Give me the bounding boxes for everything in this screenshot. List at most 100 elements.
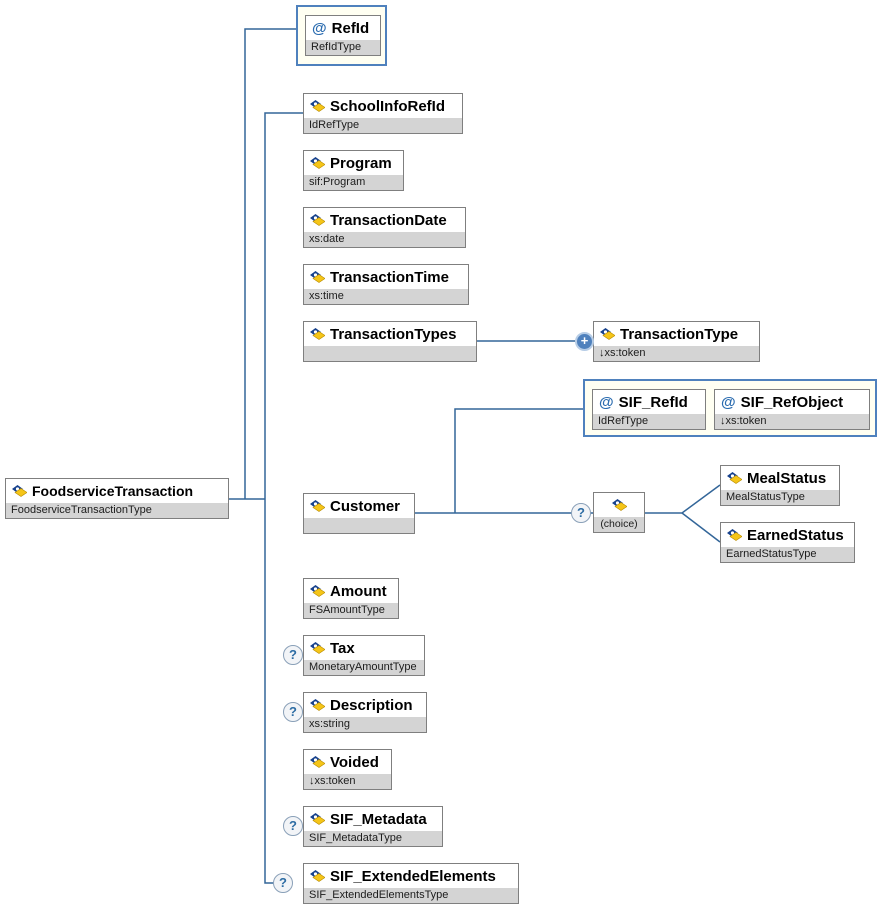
node-title-row: MealStatus: [721, 466, 839, 490]
node-type: MonetaryAmountType: [304, 660, 424, 675]
node-customer[interactable]: Customer: [303, 493, 415, 534]
node-title-row: SIF_Metadata: [304, 807, 442, 831]
node-type: RefIdType: [306, 40, 380, 55]
node-name: Description: [330, 696, 413, 714]
node-type: IdRefType: [304, 118, 462, 133]
node-sif-refobject[interactable]: @ SIF_RefObject ↓xs:token: [714, 389, 870, 430]
optional-indicator-description: ?: [283, 702, 303, 722]
node-type: FSAmountType: [304, 603, 398, 618]
node-type: SIF_MetadataType: [304, 831, 442, 846]
node-description[interactable]: Description xs:string: [303, 692, 427, 733]
element-icon: [310, 699, 325, 711]
node-mealstatus[interactable]: MealStatus MealStatusType: [720, 465, 840, 506]
node-title-row: @ RefId: [306, 16, 380, 40]
optional-indicator-choice: ?: [571, 503, 591, 523]
node-name: TransactionType: [620, 325, 739, 343]
node-title-row: Description: [304, 693, 426, 717]
node-name: Voided: [330, 753, 379, 771]
element-icon: [611, 499, 627, 511]
node-type: IdRefType: [593, 414, 705, 429]
optional-indicator-sif-metadata: ?: [283, 816, 303, 836]
element-icon: [310, 157, 325, 169]
node-title-row: @ SIF_RefId: [593, 390, 705, 414]
node-title-row: SIF_ExtendedElements: [304, 864, 518, 888]
node-name: Amount: [330, 582, 387, 600]
node-name: TransactionDate: [330, 211, 447, 229]
node-title-row: Customer: [304, 494, 414, 518]
node-title-row: TransactionType: [594, 322, 759, 346]
element-icon: [727, 529, 742, 541]
optional-indicator-tax: ?: [283, 645, 303, 665]
node-type: [304, 518, 414, 533]
node-title-row: TransactionDate: [304, 208, 465, 232]
node-name: FoodserviceTransaction: [32, 483, 194, 499]
node-name: TransactionTime: [330, 268, 449, 286]
node-schoolinforefid[interactable]: SchoolInfoRefId IdRefType: [303, 93, 463, 134]
customer-attribute-container: @ SIF_RefId IdRefType @ SIF_RefObject ↓x…: [583, 379, 877, 437]
node-name: Customer: [330, 497, 401, 515]
element-icon: [310, 100, 325, 112]
node-tax[interactable]: Tax MonetaryAmountType: [303, 635, 425, 676]
node-refid[interactable]: @ RefId RefIdType: [305, 15, 381, 56]
node-type: SIF_ExtendedElementsType: [304, 888, 518, 903]
element-icon: [310, 756, 325, 768]
node-title-row: Amount: [304, 579, 398, 603]
node-name: MealStatus: [747, 469, 827, 487]
node-title-row: TransactionTime: [304, 265, 468, 289]
choice-label: (choice): [594, 517, 644, 532]
node-type: FoodserviceTransactionType: [6, 503, 228, 518]
node-type: ↓xs:token: [715, 414, 869, 429]
element-icon: [600, 328, 615, 340]
node-choice[interactable]: (choice): [593, 492, 645, 533]
optional-indicator-sif-extendedelements: ?: [273, 873, 293, 893]
node-name: SIF_RefId: [618, 393, 688, 411]
attribute-icon: @: [599, 393, 614, 411]
node-transactiontime[interactable]: TransactionTime xs:time: [303, 264, 469, 305]
node-earnedstatus[interactable]: EarnedStatus EarnedStatusType: [720, 522, 855, 563]
node-transactiontypes[interactable]: TransactionTypes: [303, 321, 477, 362]
node-type: ↓xs:token: [304, 774, 391, 789]
node-type: [304, 346, 476, 361]
element-icon: [727, 472, 742, 484]
node-name: SIF_ExtendedElements: [330, 867, 496, 885]
node-type: sif:Program: [304, 175, 403, 190]
node-type: EarnedStatusType: [721, 547, 854, 562]
node-title-row: TransactionTypes: [304, 322, 476, 346]
node-title-row: SchoolInfoRefId: [304, 94, 462, 118]
node-program[interactable]: Program sif:Program: [303, 150, 404, 191]
attribute-icon: @: [312, 19, 327, 37]
node-type: ↓xs:token: [594, 346, 759, 361]
attribute-icon: @: [721, 393, 736, 411]
node-title-row: @ SIF_RefObject: [715, 390, 869, 414]
element-icon: [310, 328, 325, 340]
repeat-indicator-transactiontype: +: [575, 332, 594, 351]
node-amount[interactable]: Amount FSAmountType: [303, 578, 399, 619]
node-title-row: [594, 493, 644, 517]
node-name: SIF_Metadata: [330, 810, 427, 828]
node-name: SchoolInfoRefId: [330, 97, 445, 115]
node-sif-refid[interactable]: @ SIF_RefId IdRefType: [592, 389, 706, 430]
element-icon: [310, 271, 325, 283]
element-icon: [310, 214, 325, 226]
node-voided[interactable]: Voided ↓xs:token: [303, 749, 392, 790]
node-title-row: Program: [304, 151, 403, 175]
node-transactiontype[interactable]: TransactionType ↓xs:token: [593, 321, 760, 362]
node-sif-metadata[interactable]: SIF_Metadata SIF_MetadataType: [303, 806, 443, 847]
refid-attribute-container: @ RefId RefIdType: [296, 5, 387, 66]
node-type: xs:date: [304, 232, 465, 247]
node-sif-extendedelements[interactable]: SIF_ExtendedElements SIF_ExtendedElement…: [303, 863, 519, 904]
node-title-row: FoodserviceTransaction: [6, 479, 228, 503]
node-name: Program: [330, 154, 392, 172]
node-type: xs:time: [304, 289, 468, 304]
node-title-row: EarnedStatus: [721, 523, 854, 547]
element-icon: [310, 813, 325, 825]
node-title-row: Voided: [304, 750, 391, 774]
node-transactiondate[interactable]: TransactionDate xs:date: [303, 207, 466, 248]
node-foodservicetransaction[interactable]: FoodserviceTransaction FoodserviceTransa…: [5, 478, 229, 519]
node-type: xs:string: [304, 717, 426, 732]
element-icon: [12, 485, 27, 497]
node-name: TransactionTypes: [330, 325, 457, 343]
element-icon: [310, 870, 325, 882]
